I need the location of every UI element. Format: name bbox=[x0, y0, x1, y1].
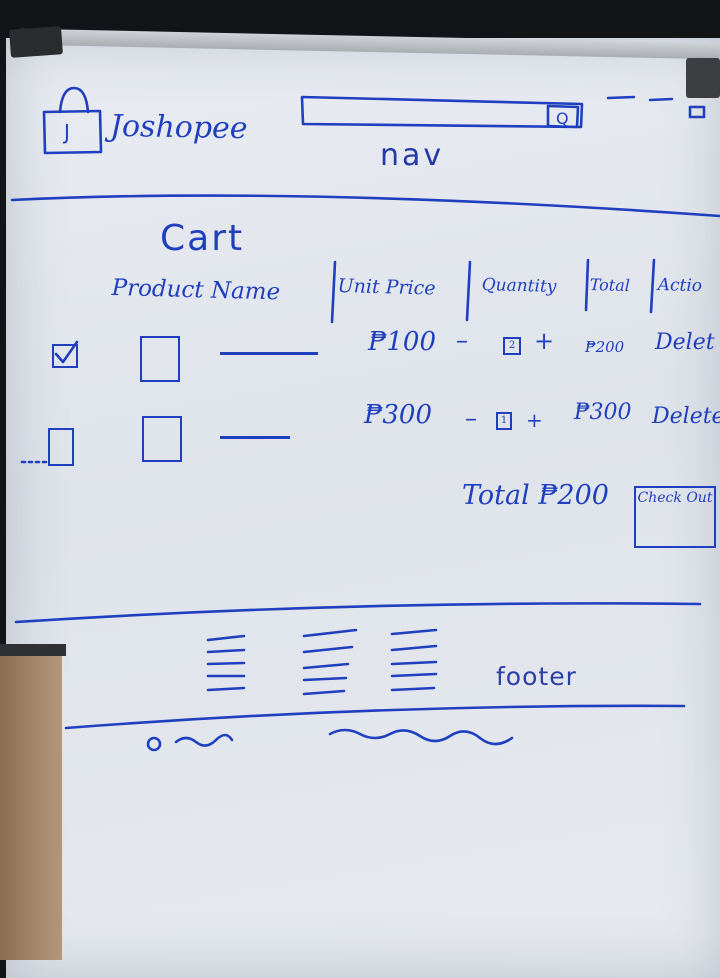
product-image-placeholder bbox=[142, 416, 182, 462]
row-total: ₱200 bbox=[585, 338, 625, 356]
search-bar[interactable] bbox=[300, 95, 584, 129]
column-header-product-name: Product Name bbox=[111, 275, 281, 306]
footer-link-column[interactable] bbox=[390, 628, 438, 692]
footer-label: footer bbox=[496, 662, 577, 691]
whiteboard bbox=[6, 38, 720, 978]
logo-bag-icon bbox=[42, 86, 103, 155]
column-header-total: Total bbox=[589, 275, 631, 296]
frame-corner bbox=[686, 58, 720, 98]
column-header-action: Actio bbox=[657, 275, 703, 297]
column-header-quantity: Quantity bbox=[481, 275, 557, 297]
check-icon bbox=[54, 340, 79, 364]
column-dividers bbox=[330, 258, 656, 324]
product-name-placeholder bbox=[220, 436, 290, 439]
checkout-button[interactable]: Check Out bbox=[634, 486, 716, 548]
unit-price: ₱100 bbox=[368, 327, 436, 357]
row-select-checkbox[interactable] bbox=[48, 428, 74, 466]
row-select-checkbox[interactable] bbox=[52, 344, 78, 368]
row-total: ₱300 bbox=[574, 400, 632, 425]
search-icon: Q bbox=[556, 109, 569, 128]
quantity-decrement-button[interactable]: – bbox=[456, 326, 468, 354]
frame-corner bbox=[0, 644, 66, 656]
quantity-value[interactable]: 2 bbox=[503, 337, 521, 355]
footer-divider-bottom bbox=[64, 704, 686, 730]
product-image-placeholder bbox=[140, 336, 180, 382]
cart-grand-total: Total ₱200 bbox=[462, 480, 609, 511]
copyright-text-scribble bbox=[174, 733, 234, 747]
cart-icon[interactable] bbox=[688, 105, 706, 119]
quantity-value[interactable]: 1 bbox=[496, 412, 512, 430]
quantity-increment-button[interactable]: + bbox=[526, 408, 543, 432]
footer-link-column[interactable] bbox=[302, 628, 358, 696]
nav-label: nav bbox=[380, 138, 445, 173]
quantity-decrement-button[interactable]: – bbox=[465, 404, 477, 432]
copyright-icon bbox=[146, 736, 162, 752]
brand-name[interactable]: Joshopee bbox=[109, 108, 248, 147]
search-button-icon[interactable] bbox=[546, 104, 580, 129]
product-name-placeholder bbox=[220, 352, 318, 355]
footer-text-scribble bbox=[328, 728, 514, 746]
quantity-increment-button[interactable]: + bbox=[534, 327, 555, 355]
footer-link-column[interactable] bbox=[206, 634, 246, 692]
column-header-unit-price: Unit Price bbox=[337, 275, 436, 300]
delete-button[interactable]: Delet bbox=[655, 330, 715, 355]
unit-price: ₱300 bbox=[364, 400, 432, 430]
logo-letter: J bbox=[64, 120, 70, 144]
wooden-panel bbox=[0, 648, 62, 960]
delete-button[interactable]: Delete bbox=[652, 404, 720, 429]
footer-divider-top bbox=[14, 602, 702, 624]
cart-title: Cart bbox=[160, 218, 245, 259]
nav-menu-marks bbox=[606, 95, 674, 102]
header-divider bbox=[10, 194, 720, 218]
